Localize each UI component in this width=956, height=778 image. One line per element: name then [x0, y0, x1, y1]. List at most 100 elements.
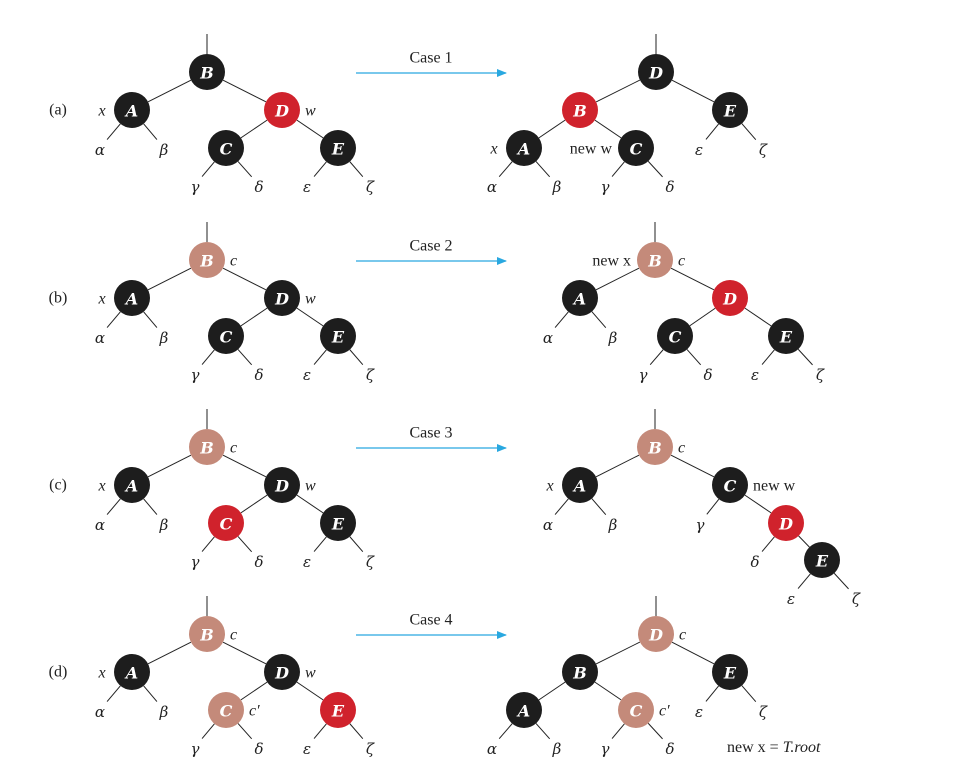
node-letter: C — [220, 702, 233, 721]
subtree-label: β — [608, 329, 618, 347]
node-circle — [637, 242, 673, 278]
tree-edge — [349, 349, 364, 366]
tree-edge — [671, 79, 715, 103]
tree-edge — [201, 161, 215, 177]
subtree-label: ε — [303, 178, 311, 196]
node-circle — [712, 467, 748, 503]
node-letter: E — [779, 328, 793, 347]
tree-edge — [797, 348, 813, 366]
node-letter: E — [723, 664, 737, 683]
tree-edge — [143, 498, 158, 515]
case-label: Case 2 — [409, 238, 452, 255]
node-label: x — [489, 141, 497, 158]
node-letter: C — [220, 328, 233, 347]
tree-edge — [741, 123, 757, 141]
subtree-label: γ — [601, 178, 610, 196]
node-letter: D — [648, 64, 663, 83]
tree-edge — [313, 161, 327, 177]
node-a: A — [506, 692, 542, 728]
node-letter: A — [572, 290, 586, 309]
node-label: c′ — [249, 703, 260, 720]
node-circle — [768, 318, 804, 354]
subtree-label: γ — [639, 366, 648, 384]
subtree-label: ζ — [852, 590, 861, 608]
node-letter: E — [331, 328, 345, 347]
tree-edge — [591, 311, 607, 329]
node-a: Ax — [545, 467, 598, 503]
node-letter: B — [572, 664, 587, 683]
tree-edge — [670, 454, 715, 478]
node-circle — [768, 505, 804, 541]
tree-edge — [833, 572, 849, 590]
tree-edge — [237, 536, 253, 553]
subtree-label: γ — [191, 553, 200, 571]
node-circle — [114, 654, 150, 690]
node-circle — [320, 505, 356, 541]
tree-edge — [313, 536, 327, 552]
node-a: Ax — [97, 280, 150, 316]
node-letter: B — [572, 102, 587, 121]
tree-edge — [296, 307, 324, 327]
tree-edge — [147, 454, 192, 478]
subtree-label: ε — [303, 553, 311, 571]
node-e: E — [804, 542, 840, 578]
tree-edge — [535, 161, 551, 178]
node-e: E — [320, 318, 356, 354]
node-a: A — [562, 280, 598, 316]
subtree-label: β — [552, 740, 562, 758]
tree-edge — [538, 681, 566, 701]
node-circle — [189, 242, 225, 278]
subtree-label: ε — [303, 366, 311, 384]
node-label: c — [230, 253, 237, 270]
tree-edge — [798, 535, 810, 548]
node-letter: B — [199, 252, 214, 271]
node-letter: B — [199, 439, 214, 458]
tree-edge — [349, 723, 364, 740]
tree-edge — [498, 161, 513, 178]
node-b: B — [189, 54, 225, 90]
tree-edge — [240, 307, 268, 327]
subtree-label: α — [543, 516, 553, 534]
root-note-prefix: new x = — [727, 739, 783, 756]
case-label: Case 1 — [409, 50, 452, 67]
tree-edge — [106, 685, 121, 702]
subtree-label: ζ — [366, 740, 375, 758]
subtree-label: γ — [191, 740, 200, 758]
node-letter: E — [331, 140, 345, 159]
tree-edge — [670, 267, 715, 291]
subtree-label: α — [95, 516, 105, 534]
subtree-label: δ — [254, 553, 263, 571]
node-label: c — [678, 253, 685, 270]
node-label: c — [230, 627, 237, 644]
node-circle — [189, 54, 225, 90]
node-circle — [264, 280, 300, 316]
node-a: Ax — [97, 467, 150, 503]
node-b: B — [562, 92, 598, 128]
subtree-label: α — [487, 178, 497, 196]
tree-edge — [222, 267, 267, 291]
node-letter: E — [331, 515, 345, 534]
tree-edge — [689, 307, 716, 327]
node-letter: D — [274, 664, 289, 683]
node-letter: C — [630, 140, 643, 159]
node-a: Ax — [97, 654, 150, 690]
tree-edge — [761, 536, 775, 552]
node-circle — [114, 467, 150, 503]
node-label: c — [678, 440, 685, 457]
tree-edge — [222, 641, 267, 665]
node-circle — [208, 318, 244, 354]
node-e: E — [712, 654, 748, 690]
tree-edge — [554, 498, 569, 515]
node-circle — [637, 429, 673, 465]
node-circle — [264, 92, 300, 128]
tree-edge — [296, 681, 324, 701]
subtree-label: ε — [751, 366, 759, 384]
node-circle — [712, 280, 748, 316]
tree-edge — [741, 685, 757, 703]
node-circle — [208, 692, 244, 728]
